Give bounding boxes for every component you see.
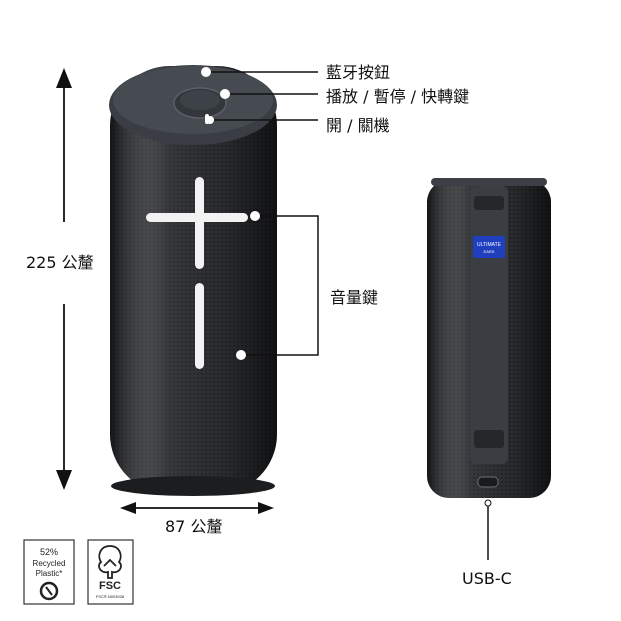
playback-button-label: 播放 / 暫停 / 快轉鍵	[326, 87, 469, 106]
height-label: 225 公釐	[26, 253, 94, 272]
fsc-code: FSC® N003028	[96, 594, 125, 599]
usb-c-label: USB-C	[462, 569, 512, 588]
volume-down-bar[interactable]	[195, 283, 204, 369]
width-label: 87 公釐	[165, 517, 222, 536]
strap	[470, 186, 508, 464]
bluetooth-button-label: 藍牙按鈕	[326, 63, 390, 82]
front-speaker	[109, 65, 277, 496]
callouts	[201, 67, 492, 560]
strap-tag-line1: ULTIMATE	[477, 242, 502, 248]
strap-tag	[473, 236, 505, 258]
strap-tag-line2: EARS	[484, 249, 495, 254]
recycled-percent: 52%	[40, 547, 58, 557]
recycled-plastic-badge: 52% Recycled Plastic*	[23, 539, 75, 605]
recycle-icon	[39, 581, 59, 601]
back-speaker: ULTIMATE EARS	[427, 178, 551, 498]
recycled-word: Recycled	[33, 559, 66, 568]
height-dimension	[56, 68, 72, 490]
width-dimension	[120, 502, 274, 514]
fsc-badge: FSC FSC® N003028	[87, 539, 134, 605]
fsc-text: FSC	[99, 580, 121, 592]
plastic-word: Plastic*	[36, 569, 63, 578]
tree-icon	[98, 545, 122, 579]
power-button-label: 開 / 關機	[326, 116, 390, 135]
usb-c-port[interactable]	[477, 476, 499, 488]
volume-button-label: 音量鍵	[330, 288, 378, 307]
volume-up-vertical[interactable]	[195, 177, 204, 269]
